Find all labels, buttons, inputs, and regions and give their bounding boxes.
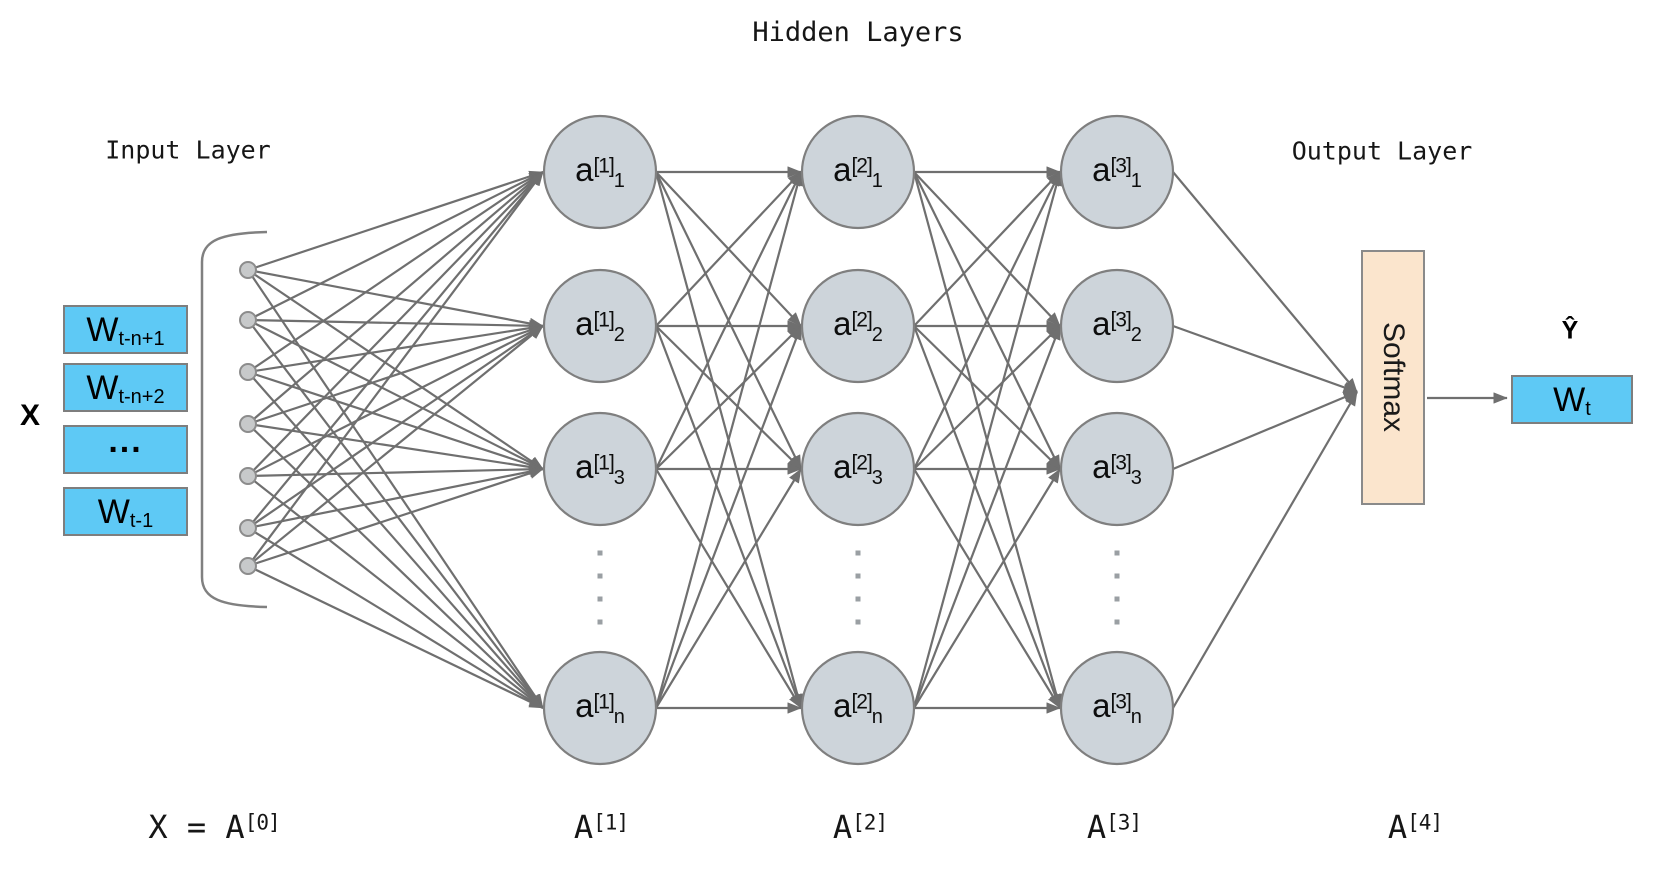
hidden-node-[3]-2: [1059, 268, 1175, 384]
hidden-node-label-[1]-n: a[1]n: [575, 687, 625, 728]
hidden-node-[3]-1: [1059, 114, 1175, 230]
input-bracket: [200, 230, 268, 609]
bottom-layer-label-1: A[1]: [573, 808, 629, 846]
hidden-node-[2]-2: [800, 268, 916, 384]
hidden-node-[1]-3: [542, 411, 658, 527]
y-hat-label: Ŷ: [1561, 316, 1579, 345]
input-node-6: [239, 519, 257, 537]
hidden-node-[3]-3: [1059, 411, 1175, 527]
ellipsis-dots: [597, 550, 1120, 625]
input-node-4: [239, 415, 257, 433]
bottom-layer-label-2: A[2]: [832, 808, 888, 846]
hidden-node-label-[1]-3: a[1]3: [575, 448, 625, 489]
hidden-node-label-[3]-1: a[3]1: [1092, 151, 1142, 192]
input-vector-label: X: [19, 399, 41, 432]
input-layer-label: Input Layer: [105, 135, 271, 165]
hidden-node-label-[3]-3: a[3]3: [1092, 448, 1142, 489]
input-node-2: [239, 311, 257, 329]
hidden-node-[3]-n: [1059, 650, 1175, 766]
hidden-node-[2]-3: [800, 411, 916, 527]
hidden-node-label-[2]-3: a[2]3: [833, 448, 883, 489]
input-node-5: [239, 467, 257, 485]
hidden-node-[1]-1: [542, 114, 658, 230]
bottom-layer-label-0: X = A[0]: [148, 808, 280, 846]
input-nodes: [239, 261, 257, 575]
page-title: Hidden Layers: [752, 17, 964, 48]
softmax-box: Softmax: [1361, 250, 1425, 505]
edges-input-to-hidden1: [247, 170, 544, 709]
hidden-node-label-[3]-2: a[3]2: [1092, 305, 1142, 346]
hidden-node-label-[2]-n: a[2]n: [833, 687, 883, 728]
hidden-node-[1]-n: [542, 650, 658, 766]
input-node-3: [239, 363, 257, 381]
hidden-node-[2]-n: [800, 650, 916, 766]
hidden-node-label-[3]-n: a[3]n: [1092, 687, 1142, 728]
edges-hidden2-to-hidden3: [912, 166, 1062, 714]
hidden-node-[2]-1: [800, 114, 916, 230]
output-layer-label: Output Layer: [1291, 136, 1473, 166]
input-node-7: [239, 557, 257, 575]
hidden-node-[1]-2: [542, 268, 658, 384]
bottom-layer-label-3: A[3]: [1086, 808, 1142, 846]
hidden-nodes: [542, 114, 1175, 766]
softmax-label: Softmax: [1377, 322, 1410, 433]
input-word-box-3: ...: [63, 424, 188, 474]
bottom-layer-label-4: A[4]: [1387, 808, 1443, 846]
hidden-node-label-[2]-2: a[2]2: [833, 305, 883, 346]
edges-hidden3-to-softmax: [1172, 171, 1358, 709]
hidden-node-label-[1]-2: a[1]2: [575, 305, 625, 346]
input-node-1: [239, 261, 257, 279]
hidden-node-label-[2]-1: a[2]1: [833, 151, 883, 192]
edges-hidden1-to-hidden2: [654, 166, 803, 714]
hidden-node-label-[1]-1: a[1]1: [575, 151, 625, 192]
